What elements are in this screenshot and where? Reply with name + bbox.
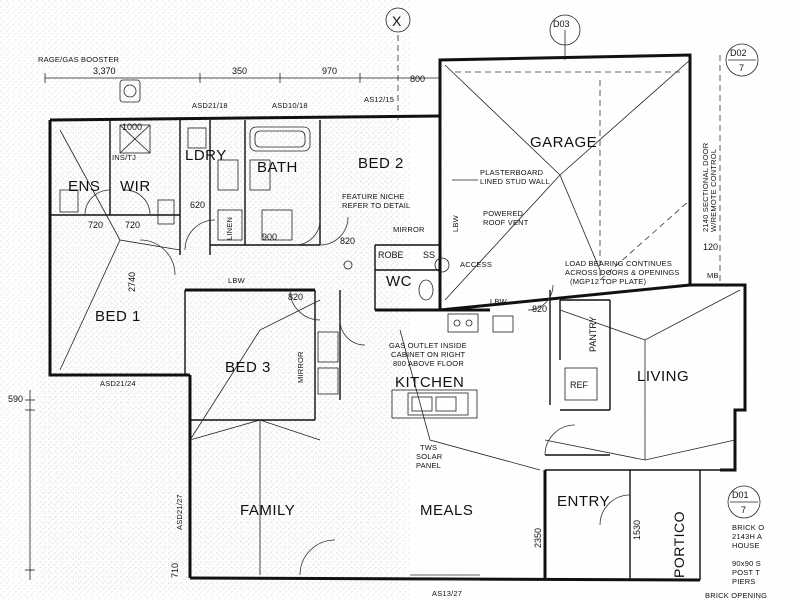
note-plasterboard: PLASTERBOARD	[480, 168, 544, 177]
svg-text:7: 7	[739, 63, 744, 73]
dim-350: 350	[232, 66, 247, 76]
note-solar-2: SOLAR	[416, 452, 443, 461]
note-remote: W/REMOTE CONTROL	[709, 149, 718, 232]
note-post-3: PIERS	[732, 577, 756, 586]
note-gas-3: 800 ABOVE FLOOR	[393, 359, 464, 368]
dim-820-b: 820	[340, 236, 355, 246]
note-asd2124: ASD21/24	[100, 379, 136, 388]
room-family: FAMILY	[240, 502, 295, 519]
note-load-1: LOAD BEARING CONTINUES	[565, 259, 672, 268]
svg-text:X: X	[392, 13, 402, 29]
roof-lines	[59, 55, 741, 575]
svg-text:D01: D01	[732, 490, 749, 500]
dim-590: 590	[8, 394, 23, 404]
note-powered: POWERED	[483, 209, 524, 218]
room-wir: WIR	[120, 178, 151, 195]
note-gas-1: GAS OUTLET INSIDE	[389, 341, 467, 350]
svg-text:7: 7	[741, 505, 746, 515]
svg-text:D02: D02	[730, 48, 747, 58]
note-lbw-3: LBW	[451, 214, 460, 232]
dim-1000: 1000	[122, 122, 142, 132]
room-bed3: BED 3	[225, 359, 271, 376]
note-mirror-bed3: MIRROR	[296, 351, 305, 383]
dim-710: 710	[170, 563, 180, 578]
dim-900: 900	[262, 232, 277, 242]
label-pantry: PANTRY	[588, 316, 598, 352]
note-solar-1: TWS	[420, 443, 437, 452]
dim-3370: 3,370	[93, 66, 116, 76]
room-ldry: LDRY	[185, 147, 227, 164]
note-mirror: MIRROR	[393, 225, 425, 234]
dim-800: 800	[410, 74, 425, 84]
room-meals: MEALS	[420, 502, 473, 519]
room-ens: ENS	[68, 178, 100, 195]
svg-text:D03: D03	[553, 19, 570, 29]
note-brick-1: BRICK O	[732, 523, 764, 532]
note-asd2127: ASD21/27	[175, 494, 184, 530]
room-wc: WC	[386, 273, 412, 290]
note-niche-ref: REFER TO DETAIL	[342, 201, 410, 210]
note-lbw-1: LBW	[228, 276, 246, 285]
room-kitchen: KITCHEN	[395, 374, 464, 391]
dim-820-a: 820	[288, 292, 303, 302]
dim-620: 620	[190, 200, 205, 210]
door-swings	[84, 189, 631, 581]
dim-2350: 2350	[533, 528, 543, 548]
dimension-lines	[25, 73, 441, 580]
section-marker-d01: D01 7	[727, 485, 761, 519]
room-garage: GARAGE	[530, 134, 597, 151]
room-entry: ENTRY	[557, 493, 610, 510]
label-ref: REF	[570, 380, 589, 390]
note-as1327: AS13/27	[432, 589, 462, 598]
grid-marker-x: X	[385, 7, 411, 33]
room-portico: PORTICO	[671, 511, 687, 578]
label-robe: ROBE	[378, 250, 404, 260]
note-ins: INS/TJ	[112, 153, 136, 162]
dim-720-b: 720	[125, 220, 140, 230]
room-living: LIVING	[637, 368, 689, 385]
note-load-2: ACROSS DOORS & OPENINGS	[565, 268, 680, 277]
dim-720-a: 720	[88, 220, 103, 230]
dim-120: 120	[703, 242, 718, 252]
note-brick-2: 2143H A	[732, 532, 762, 541]
room-bath: BATH	[257, 159, 298, 176]
label-ss: SS	[423, 250, 435, 260]
note-stud-wall: LINED STUD WALL	[480, 177, 550, 186]
note-asd2118: ASD21/18	[192, 101, 228, 110]
note-lbw-2: LBW	[490, 297, 508, 306]
section-marker-d02: D02 7	[725, 43, 759, 77]
note-brick-3: HOUSE	[732, 541, 760, 550]
note-sectional-door: 2140 SECTIONAL DOOR	[701, 142, 710, 232]
room-bed1: BED 1	[95, 308, 141, 325]
note-access: ACCESS	[460, 260, 492, 269]
note-load-3: (MGP12 TOP PLATE)	[570, 277, 647, 286]
room-bed2: BED 2	[358, 155, 404, 172]
note-niche: FEATURE NICHE	[342, 192, 404, 201]
note-post-1: 90x90 S	[732, 559, 761, 568]
note-brick-opening: BRICK OPENING	[705, 591, 767, 600]
note-as1215: AS12/15	[364, 95, 394, 104]
note-gas-2: CABINET ON RIGHT	[391, 350, 466, 359]
note-solar-3: PANEL	[416, 461, 441, 470]
dim-970: 970	[322, 66, 337, 76]
note-asd1018: ASD10/18	[272, 101, 308, 110]
note-gas-booster: RAGE/GAS BOOSTER	[38, 55, 120, 64]
section-marker-d03: D03	[549, 14, 581, 46]
note-post-2: POST T	[732, 568, 760, 577]
note-linen: LINEN	[225, 217, 234, 240]
note-mb: MB	[707, 271, 719, 280]
dim-2740: 2740	[127, 272, 137, 292]
dim-820-c: 820	[532, 304, 547, 314]
dim-1530: 1530	[632, 520, 642, 540]
note-roof-vent: ROOF VENT	[483, 218, 529, 227]
